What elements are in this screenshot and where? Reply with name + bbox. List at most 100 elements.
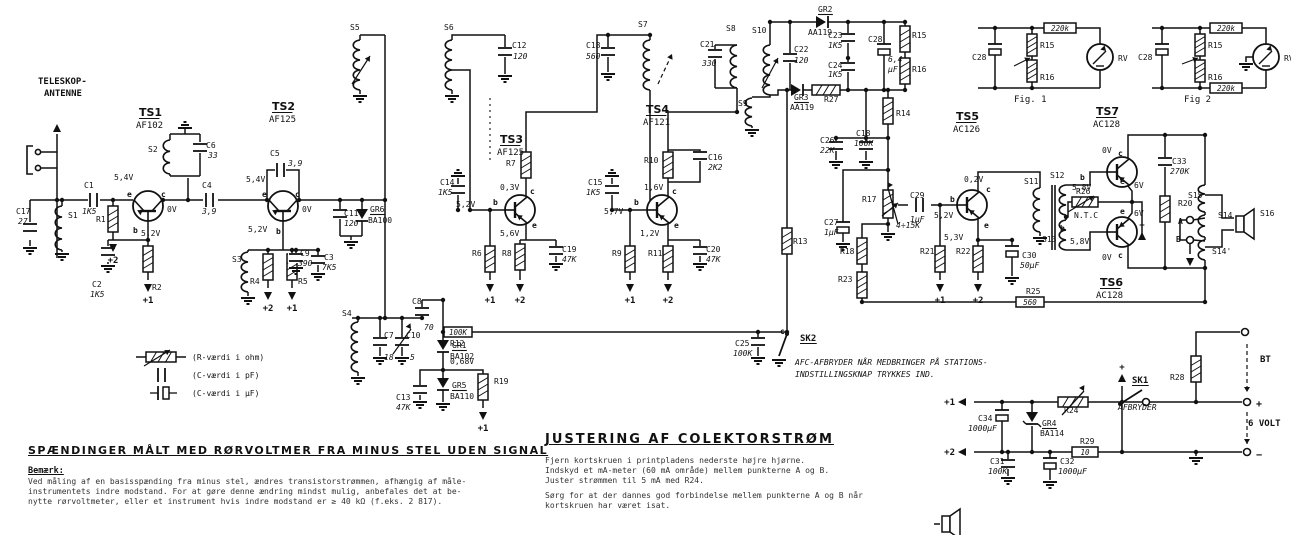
label: AF121 (643, 118, 670, 128)
label: A (1178, 217, 1183, 226)
label: ANTENNE (44, 89, 82, 99)
label: C19 (562, 245, 577, 254)
label: 5,3V (944, 233, 963, 242)
svg-text:+1: +1 (935, 296, 946, 306)
label: S7 (638, 20, 648, 29)
svg-text:+1: +1 (287, 304, 298, 314)
label: 47K (706, 255, 722, 264)
label: RV (1284, 54, 1291, 63)
label: C5 (270, 149, 280, 158)
label: e (532, 221, 537, 230)
label: 1K5 (828, 41, 843, 50)
label: c (295, 190, 300, 199)
svg-text:+1: +1 (143, 296, 154, 306)
bemaerk-label: Bemærk: (28, 466, 64, 476)
label: 1K5 (90, 290, 105, 299)
label: AF102 (136, 121, 163, 131)
label: R16 (1040, 73, 1055, 82)
label: R11 (648, 249, 663, 258)
label: e (1120, 177, 1125, 186)
label: R15 (912, 31, 927, 40)
label: R20 (1178, 199, 1193, 208)
label: 1K5 (828, 70, 843, 79)
svg-text:+1: +1 (485, 296, 496, 306)
label: R25 (1026, 287, 1041, 296)
label: C26 (820, 136, 835, 145)
label: TS7 (1096, 105, 1119, 118)
label: 2K2 (708, 163, 723, 172)
label: TS3 (500, 133, 523, 146)
svg-text:220k: 220k (1217, 84, 1236, 93)
label: S8 (726, 24, 736, 33)
label: 100K (733, 349, 753, 358)
label: 27 (18, 217, 28, 226)
label: C22 (794, 45, 809, 54)
label: 0V (302, 205, 312, 214)
label: AFBRYDER (1117, 403, 1157, 412)
label: S14 (1218, 211, 1233, 220)
label: b (276, 227, 281, 236)
label: 5,2V (141, 229, 160, 238)
label: 1µF (910, 215, 925, 224)
label: C23 (828, 31, 843, 40)
label: C12 (512, 41, 527, 50)
label: 1000µF (1058, 467, 1087, 476)
label: C18 (586, 41, 601, 50)
label: S3 (232, 255, 242, 264)
label: C4 (202, 181, 212, 190)
label: c (161, 190, 166, 199)
label: R26 (1076, 187, 1091, 196)
label: 33 (207, 151, 218, 160)
label: S2 (148, 145, 158, 154)
label: C24 (828, 61, 843, 70)
label: 100K (988, 467, 1008, 476)
label: TS2 (272, 100, 295, 113)
label: 47K (396, 403, 412, 412)
label: C9 (300, 249, 310, 258)
label: C8 (412, 297, 422, 306)
label: BA114 (1040, 429, 1064, 438)
svg-text:10: 10 (1080, 448, 1090, 457)
label: BA110 (450, 392, 474, 401)
label: C28 (972, 53, 987, 62)
label: R5 (298, 277, 308, 286)
label: AFC-AFBRYDER NÅR MEDBRINGER PÅ STATIONS- (794, 356, 988, 367)
label: 390 (297, 259, 313, 268)
label: 120 (513, 52, 528, 61)
label: GR3 (794, 93, 809, 102)
label: − (1256, 450, 1262, 461)
adjust-line: kortskruen har været isat. (545, 501, 671, 510)
label: R2 (152, 283, 162, 292)
label: R12 (450, 339, 465, 348)
label: R13 (793, 237, 808, 246)
label: e (984, 221, 989, 230)
label: S6 (444, 23, 454, 32)
bemaerk-line: instrumentets indre modstand. For at gør… (28, 487, 462, 496)
label: b (950, 195, 955, 204)
label: 6V (1134, 209, 1144, 218)
label: 5,6V (500, 229, 519, 238)
label: S1 (68, 211, 78, 220)
label: R21 (920, 247, 935, 256)
label: 22K (820, 146, 836, 155)
label: C10 (406, 331, 421, 340)
label: 1K5 (82, 207, 97, 216)
label: R16 (912, 65, 927, 74)
label: 0V (1102, 146, 1112, 155)
label: C27 (824, 218, 839, 227)
label: N.T.C (1074, 211, 1098, 220)
label: R6 (472, 249, 482, 258)
label: b (493, 198, 498, 207)
label: C11 (344, 209, 359, 218)
adjust-heading: JUSTERING AF COLEKTORSTRØM (545, 432, 834, 447)
label: C28 (1138, 53, 1153, 62)
label: C3 (324, 253, 334, 262)
label: GR1 (452, 341, 467, 350)
label: BA102 (450, 352, 474, 361)
label: R4 (250, 277, 260, 286)
label: C1 (84, 181, 94, 190)
label: C2 (92, 280, 102, 289)
svg-text:100K: 100K (449, 328, 468, 337)
label: C13 (396, 393, 411, 402)
